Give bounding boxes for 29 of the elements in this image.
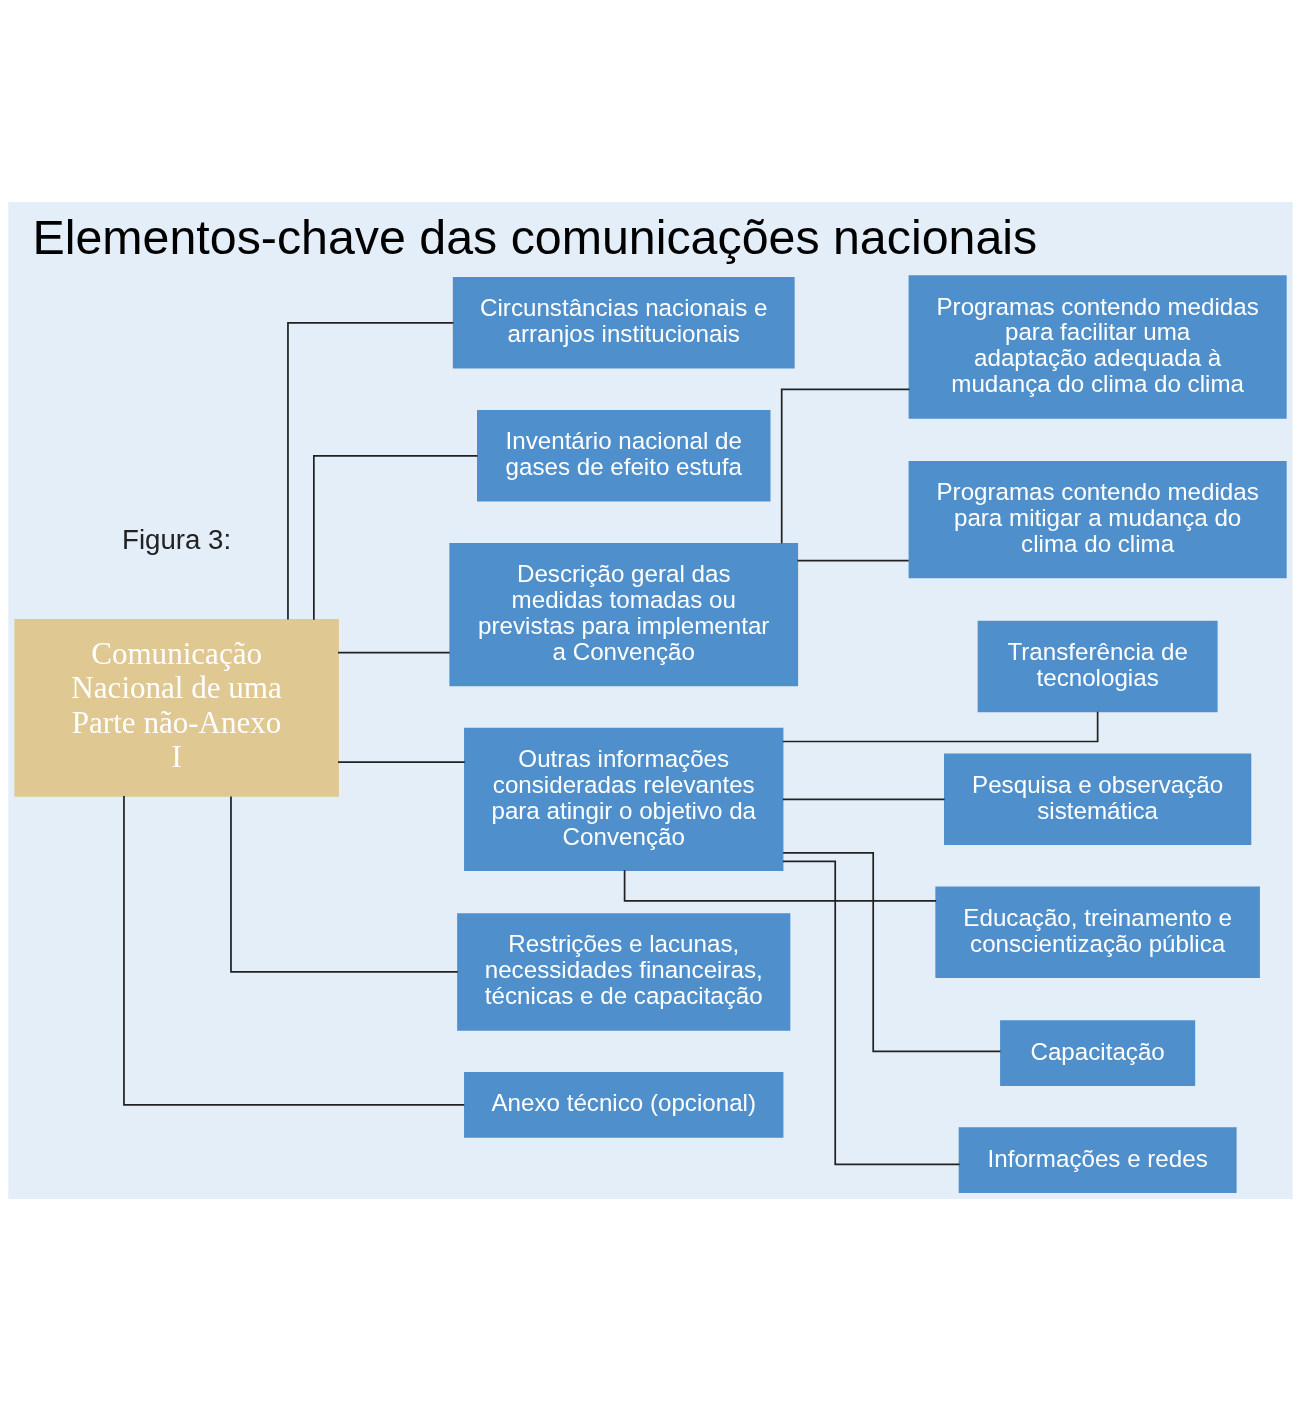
node-box: Informações e redes (958, 1127, 1237, 1193)
diagram-title: Elementos-chave das comunicações nacionais (32, 210, 1038, 265)
connector (230, 795, 459, 973)
node-box: Educação, treinamento e conscientização pública (935, 886, 1260, 979)
connector (796, 559, 910, 562)
node-box: Inventário nacional de gases de efeito estufa (477, 410, 771, 502)
node-box: Descrição geral das medidas tomadas ou previstas para implementar a Convenção (449, 542, 799, 687)
connector (337, 651, 451, 654)
node-box: Circunstâncias nacionais e arranjos institucionais (452, 277, 795, 369)
node-box: Outras informações consideradas relevantes para atingir o objetivo da Convenção (464, 727, 784, 871)
node-box: Programas contendo medidas para facilitar uma adaptação adequada à mudança do clima do clima (908, 275, 1287, 419)
node-box: Anexo técnico (opcional) (464, 1072, 784, 1138)
node-box: Programas contendo medidas para mitigar a mudança do clima do clima (908, 460, 1287, 579)
node-box: Comunicação Nacional de uma Parte não-Anexo I (14, 618, 339, 797)
connector (337, 761, 466, 764)
connector (782, 798, 946, 801)
node-box: Pesquisa e observação sistemática (944, 753, 1252, 846)
connector (782, 710, 1099, 743)
connector (623, 869, 938, 902)
connector (782, 860, 961, 1166)
node-box: Transferência de tecnologias (977, 620, 1218, 713)
connector (313, 454, 479, 621)
connector (780, 388, 911, 545)
connector (287, 322, 455, 621)
connector (782, 852, 1002, 1053)
connector (123, 795, 466, 1106)
label: Figura 3: (122, 523, 232, 555)
node-box: Capacitação (1000, 1020, 1196, 1086)
node-box: Restrições e lacunas, necessidades financeiras, técnicas e de capacitação (457, 913, 791, 1031)
